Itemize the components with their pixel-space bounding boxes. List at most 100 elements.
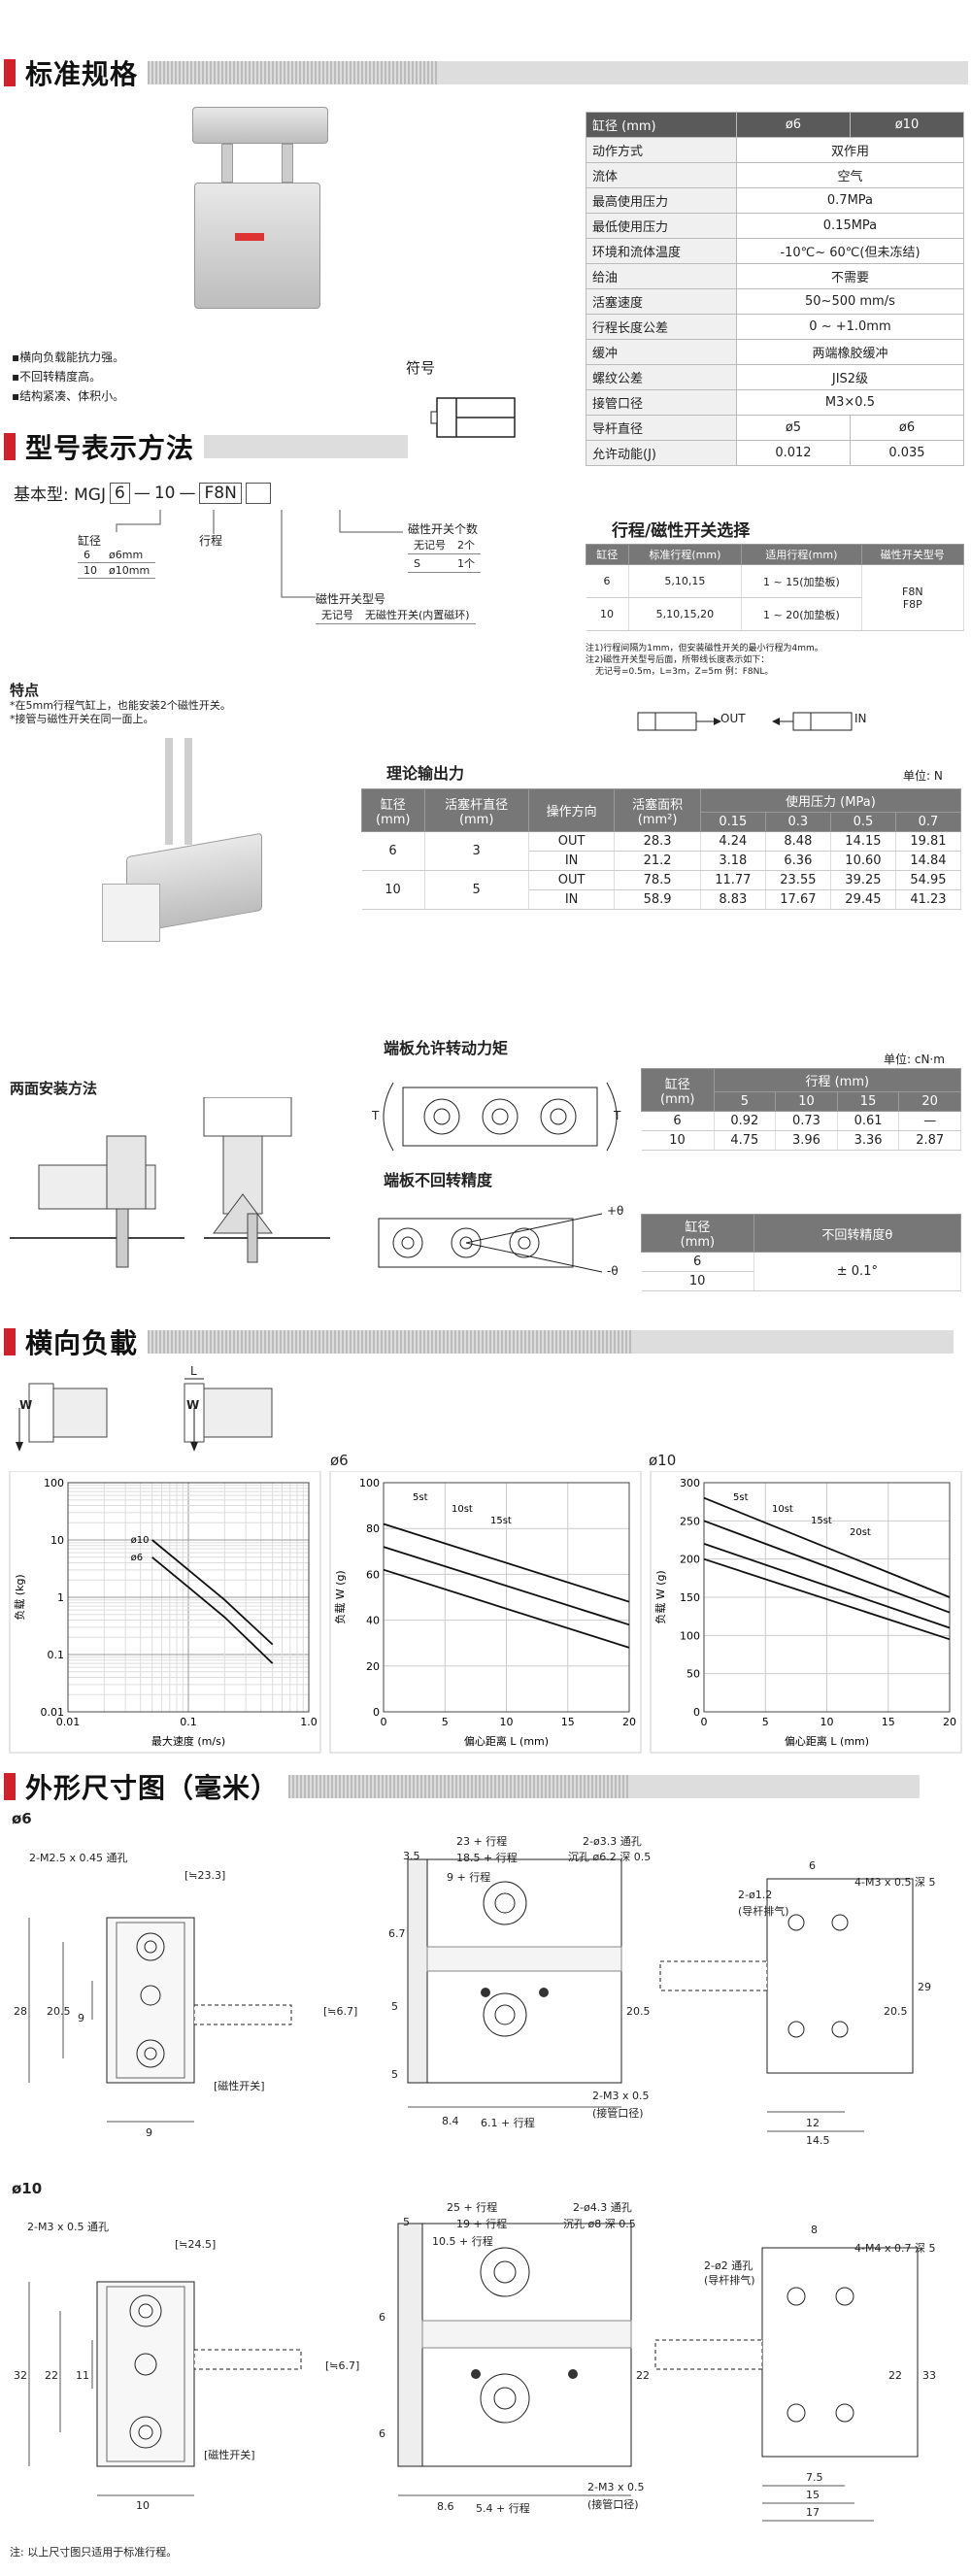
section-header-dims: 外形尺寸图（毫米） [0, 1770, 971, 1804]
dim10-r5: 33 [922, 2369, 936, 2382]
y-tick-label: 250 [680, 1515, 700, 1527]
feature-item: ▪结构紧凑、体积小。 [12, 389, 125, 403]
y-axis-label: 负载 W (g) [333, 1570, 347, 1623]
y-tick-label: 150 [680, 1591, 700, 1604]
section-header-spec: 标准规格 [0, 56, 971, 90]
dim6-b: [≒23.3] [184, 1869, 226, 1882]
stroke-notes: 注1)行程间隔为1mm，但安装磁性开关的最小行程为4mm。注2)磁性开关型号后面… [586, 644, 823, 677]
torque-t-left: T [372, 1109, 380, 1122]
model-callout-lines [116, 510, 403, 598]
nonrot-minus: -θ [607, 1264, 619, 1278]
model-code: 基本型: MGJ 6 — 10 — F8N [14, 481, 271, 505]
dim10-drawings [28, 2223, 919, 2522]
dim6-t6: 沉孔 ø6.2 深 0.5 [568, 1851, 652, 1863]
switch-count-label: 磁性开关个数 [408, 522, 479, 536]
y-tick-label: 0.01 [41, 1706, 65, 1719]
model-bore-code: 6 [110, 482, 130, 504]
y-tick-label: 0 [373, 1706, 380, 1719]
symbol-label: 符号 [406, 359, 436, 377]
dim6-t2: 18.5 + 行程 [456, 1852, 518, 1864]
dim10-t1: 25 + 行程 [447, 2201, 498, 2214]
y-tick-label: 60 [366, 1568, 380, 1581]
y-axis-label: 负载 (kg) [13, 1574, 26, 1620]
y-tick-label: 100 [359, 1477, 380, 1489]
series-line [703, 1496, 951, 1598]
dim10-t7: 6 [379, 2311, 385, 2324]
dim10-h: 10 [136, 2499, 150, 2512]
dim6-d: 20.5 [47, 2005, 71, 2018]
dim6-r4: 4-M3 x 0.5 深 5 [854, 1876, 936, 1889]
dim10-r3: (导杆排气) [704, 2274, 755, 2287]
dim6-t4: 3.5 [403, 1850, 420, 1862]
dim10-t6: 沉孔 ø8 深 0.5 [563, 2218, 636, 2230]
x-axis-label: 偏心距离 L (mm) [464, 1734, 549, 1748]
dim6-r6: 20.5 [884, 2005, 908, 2018]
dim6-t9: 5 [391, 2068, 398, 2081]
dim10-d: 22 [45, 2369, 58, 2382]
dim10-c: 32 [14, 2369, 27, 2382]
cylinder-symbol [430, 397, 516, 438]
y-tick-label: 20 [366, 1660, 380, 1673]
section-header-load: 横向负載 [0, 1325, 971, 1359]
section-title: 外形尺寸图（毫米） [25, 1772, 280, 1804]
switch-type-label: 磁性开关型号 [316, 592, 386, 606]
y-tick-label: 200 [680, 1554, 700, 1566]
footnote: 注: 以上尺寸图只适用于标准行程。 [10, 2546, 178, 2559]
series-label: 20st [850, 1527, 871, 1538]
y-tick-label: 0.1 [48, 1649, 65, 1661]
section-title: 横向负載 [25, 1327, 139, 1359]
x-tick-label: 0 [701, 1716, 708, 1728]
y-tick-label: 300 [680, 1477, 700, 1489]
chart3-title: ø10 [649, 1452, 677, 1469]
chart-frame [9, 1471, 321, 1754]
dim10-label: ø10 [12, 2180, 43, 2197]
y-axis-label: 负载 W (g) [653, 1570, 667, 1623]
y-tick-label: 40 [366, 1615, 380, 1627]
load-w-label-1: W [19, 1398, 33, 1412]
section-title: 型号表示方法 [25, 432, 195, 464]
dim10-r6: 22 [888, 2369, 902, 2382]
model-switch-code: F8N [199, 482, 242, 504]
dim10-r7: 7.5 [806, 2471, 823, 2484]
dim6-r5: 29 [918, 1981, 931, 1993]
x-tick-label: 15 [882, 1716, 895, 1728]
model-stroke-code: 10 [153, 483, 176, 503]
dim10-t12: 2-M3 x 0.5 [587, 2481, 645, 2493]
features-title: 特点 [10, 682, 40, 699]
x-tick-label: 20 [943, 1716, 956, 1728]
in-label: IN [854, 712, 867, 725]
x-tick-label: 5 [442, 1716, 449, 1728]
dim10-e: 11 [76, 2369, 89, 2382]
force-unit: 单位: N [903, 769, 943, 783]
chart2-title: ø6 [330, 1452, 349, 1469]
section-title: 标准规格 [25, 58, 139, 90]
y-tick-label: 100 [44, 1477, 64, 1489]
dim6-t11: 8.4 [442, 2115, 459, 2127]
x-axis-label: 偏心距离 L (mm) [785, 1734, 869, 1748]
dim6-t5: 2-ø3.3 通孔 [583, 1835, 642, 1848]
switch-type-table: 无记号无磁性开关(内置磁环) [316, 606, 476, 624]
dim6-r7: 12 [806, 2117, 820, 2129]
y-tick-label: 10 [50, 1534, 64, 1547]
dim6-f: [≒6.7] [323, 2005, 358, 2018]
bore-label: 缸径 [78, 534, 102, 548]
torque-t-right: T [614, 1109, 621, 1122]
section-header-model: 型号表示方法 [0, 430, 427, 464]
stroke-label: 行程 [199, 534, 223, 548]
y-tick-label: 1 [57, 1591, 64, 1604]
dim6-t7: 6.7 [388, 1927, 406, 1940]
series-line [151, 1556, 274, 1664]
dim6-h: 9 [146, 2126, 152, 2139]
nonrot-title: 端板不回转精度 [384, 1171, 493, 1189]
series-line [151, 1539, 274, 1646]
nonrot-plus: +θ [607, 1204, 624, 1218]
dim6-t3: 9 + 行程 [447, 1871, 491, 1884]
dim6-t13: 2-M3 x 0.5 [592, 2090, 650, 2102]
dim6-r1: 6 [809, 1859, 816, 1872]
dim6-r8: 14.5 [806, 2134, 830, 2147]
out-in-symbols [637, 712, 853, 731]
series-label: 10st [452, 1504, 473, 1515]
series-label: 5st [413, 1492, 428, 1503]
